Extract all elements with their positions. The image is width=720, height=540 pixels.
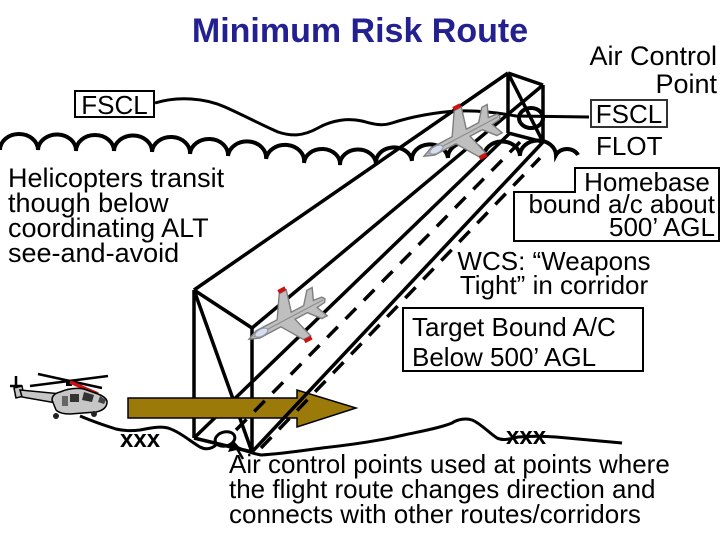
target-bound-box: Target Bound A/C Below 500’ AGL	[402, 307, 644, 372]
ground-line	[79, 414, 623, 457]
pointer-arrow-to-acp	[228, 440, 245, 460]
helicopter-transit-note: Helicopters transit though below coordin…	[8, 163, 225, 268]
wcs-note: WCS: “Weapons Tight” in corridor	[440, 246, 668, 300]
flot-label: FLOT	[596, 131, 663, 161]
air-control-point-circle-top	[517, 106, 545, 130]
corridor-edge-over-arrow	[250, 140, 545, 454]
heli-note-line3: coordinating ALT	[8, 213, 209, 243]
boundary-mark-left: xxx	[120, 426, 161, 453]
homebase-box-upper: Homebase	[574, 167, 720, 195]
air-control-points-caption: Air control points used at points where …	[229, 449, 670, 529]
heli-note-line1: Helicopters transit	[8, 163, 225, 193]
homebase-line3: 500’ AGL	[608, 212, 715, 242]
fscl-label-right: FSCL	[590, 99, 668, 128]
target-line1: Target Bound A/C	[412, 312, 616, 342]
wcs-line1: WCS: “Weapons	[457, 246, 651, 276]
wcs-line2: Tight” in corridor	[459, 270, 649, 300]
boundary-mark-right: xxx	[506, 423, 547, 450]
air-control-point-caption: Air Control Point	[589, 42, 717, 98]
air-control-point-line2: Point	[655, 69, 717, 99]
homebase-box-step-line	[513, 191, 576, 193]
homebase-box-lower: bound a/c about 500’ AGL	[513, 189, 720, 242]
helicopter-icon	[10, 372, 109, 419]
air-control-point-line1: Air Control	[589, 41, 717, 71]
air-control-point-circle-bottom	[213, 430, 237, 448]
homebase-line2: bound a/c about	[528, 189, 716, 219]
bottom-note-line3: connects with other routes/corridors	[229, 499, 641, 529]
route-arrow	[127, 388, 359, 429]
bottom-note-line2: the flight route changes direction and	[229, 474, 656, 504]
heli-note-line2: though below	[8, 188, 169, 218]
target-line2: Below 500’ AGL	[412, 342, 597, 372]
fscl-label-left: FSCL	[74, 90, 155, 118]
bottom-note-line1: Air control points used at points where	[229, 449, 670, 479]
heli-note-line4: see-and-avoid	[8, 238, 180, 268]
page-title: Minimum Risk Route	[191, 12, 529, 50]
